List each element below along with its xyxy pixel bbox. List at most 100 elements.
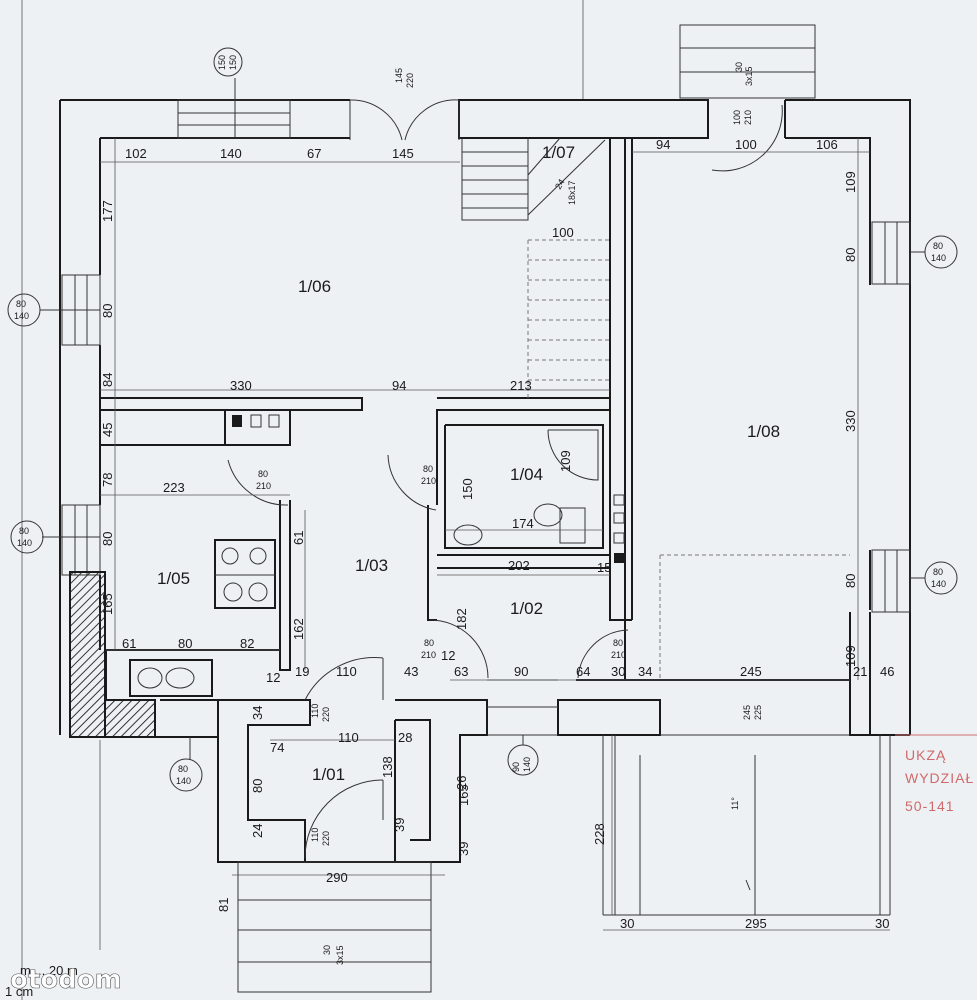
room-label-107: 1/07 [542, 143, 575, 162]
dim-h-162: 162 [291, 618, 306, 640]
svg-text:140: 140 [931, 253, 946, 263]
dim-e-39: 39 [392, 818, 407, 832]
door-tag-mid-bottom: 210 [421, 650, 436, 660]
room-label-101: 1/01 [312, 765, 345, 784]
dim-e-138: 138 [380, 756, 395, 778]
dim-left-165: 165 [100, 593, 115, 615]
terrace-arrow [745, 879, 751, 891]
door-swings [227, 99, 783, 859]
door-tag-bath-top: 80 [423, 464, 433, 474]
svg-text:80: 80 [933, 241, 943, 251]
door-tag-front-top: 145 [394, 68, 404, 83]
dim-k-82: 82 [240, 636, 254, 651]
dim-h-61: 61 [291, 531, 306, 545]
dim-left-78: 78 [100, 473, 115, 487]
stairs-inner-label: 18x17 [567, 180, 577, 205]
stamp-line-2: WYDZIAŁ [905, 770, 974, 786]
door-tag-front-bottom: 220 [405, 73, 415, 88]
dimension-lines [100, 138, 890, 931]
svg-text:150: 150 [217, 55, 227, 70]
dim-top-145: 145 [392, 146, 414, 161]
dim-k-12: 12 [266, 670, 280, 685]
door-tag-right-bottom: 210 [611, 650, 626, 660]
dim-top-106: 106 [816, 137, 838, 152]
svg-text:140: 140 [14, 311, 29, 321]
dim-k-19: 19 [295, 664, 309, 679]
window-tag-left-1: 80 140 [7, 293, 100, 327]
window-tag-top: 150 150 [213, 47, 243, 138]
dim-e-28: 28 [398, 730, 412, 745]
dim-top-102: 102 [125, 146, 147, 161]
dim-e-74: 74 [270, 740, 284, 755]
door-tag-garage-top: 245 [742, 705, 752, 720]
dim-e-290: 290 [326, 870, 348, 885]
fixtures [129, 414, 625, 697]
dim-t-30a: 30 [620, 916, 634, 931]
dim-b-174: 174 [512, 516, 534, 531]
stamp-line-1: UKZĄ [905, 747, 946, 763]
dim-c-245: 245 [740, 664, 762, 679]
dim-mid-213: 213 [510, 378, 532, 393]
dim-c-90: 90 [514, 664, 528, 679]
dim-b-15: 15 [597, 560, 611, 575]
stamp-line-3: 50-141 [905, 798, 955, 814]
door-tag-entry-top: 110 [310, 828, 320, 842]
svg-text:150: 150 [228, 55, 238, 70]
room-label-102: 1/02 [510, 599, 543, 618]
room-label-103: 1/03 [355, 556, 388, 575]
dim-top-94: 94 [656, 137, 670, 152]
dim-t-295: 295 [745, 916, 767, 931]
dim-e-80: 80 [250, 779, 265, 793]
dim-e-26: 26 [454, 776, 469, 790]
door-tag-mid-top: 80 [424, 638, 434, 648]
dim-top-140: 140 [220, 146, 242, 161]
dim-b-109: 109 [558, 450, 573, 472]
stairs-top-tag: 3x15 [744, 66, 754, 86]
dim-t-228: 228 [592, 823, 607, 845]
dim-b-150: 150 [460, 478, 475, 500]
door-tag-entry-bottom: 220 [321, 831, 331, 846]
stairs-bottom-tag2: 30 [322, 945, 332, 955]
terrace-outline [602, 554, 891, 916]
svg-text:140: 140 [522, 757, 532, 772]
dim-b-202: 202 [508, 558, 530, 573]
door-tag-hall-top: 110 [310, 704, 320, 718]
terrace-mark: 11° [730, 797, 740, 810]
dim-h-182: 182 [454, 608, 469, 630]
dim-e-39b: 39 [456, 842, 471, 856]
svg-text:80: 80 [16, 299, 26, 309]
window-tags: 150 150 80 140 80 140 80 140 80 140 [7, 47, 958, 792]
dim-h-12: 12 [441, 648, 455, 663]
door-tag-garage-bottom: 225 [753, 705, 763, 720]
door-tags: 145 220 100 210 80 210 80 210 80 210 80 … [256, 68, 763, 846]
dim-r-80b: 80 [843, 574, 858, 588]
dim-e-165: 165 [456, 784, 471, 806]
dim-k-61: 61 [122, 636, 136, 651]
stairs-bottom-tag: 3x15 [335, 945, 345, 965]
dim-top-100: 100 [735, 137, 757, 152]
dim-e-34: 34 [250, 706, 265, 720]
window-tag-bottom-2: 90 140 [507, 735, 539, 776]
approval-stamp: UKZĄ WYDZIAŁ 50-141 [895, 734, 977, 814]
door-tag-top-right-top: 100 [732, 110, 742, 125]
svg-text:90: 90 [511, 762, 521, 772]
dim-left-80: 80 [100, 304, 115, 318]
watermark-logo: otodom [10, 965, 122, 995]
dim-c-30: 30 [611, 664, 625, 679]
scale-text-2: 1 cm [5, 984, 33, 999]
window-tag-left-2: 80 140 [10, 520, 100, 554]
dim-left-84: 84 [100, 373, 115, 387]
stairs-inner-label2: 24 [553, 177, 567, 191]
dim-r-330: 330 [843, 410, 858, 432]
dim-r-80: 80 [843, 248, 858, 262]
dimension-labels: 102 140 67 145 94 100 106 177 80 84 45 7… [100, 137, 894, 931]
dim-h-110: 110 [336, 664, 357, 679]
dim-r-109: 109 [843, 171, 858, 193]
dim-left-177: 177 [100, 200, 115, 222]
svg-text:140: 140 [931, 579, 946, 589]
door-tag-top-right-bottom: 210 [743, 110, 753, 125]
dim-k-223: 223 [163, 480, 185, 495]
dim-h-43: 43 [404, 664, 418, 679]
